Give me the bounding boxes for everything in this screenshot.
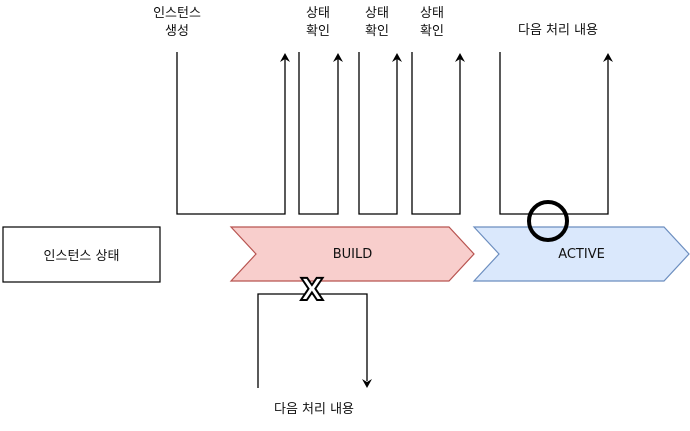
next-process-top-arrowhead — [603, 53, 613, 62]
build-stage-label: BUILD — [332, 246, 373, 262]
create-instance-connector — [176, 52, 286, 215]
failure-x-marker: X — [299, 273, 324, 308]
build-stage-shape — [229, 226, 475, 282]
next-process-bottom-label: 다음 처리 내용 — [273, 402, 355, 417]
next-process-top-label: 다음 처리 내용 — [517, 23, 599, 38]
next-process-bottom-connector — [257, 293, 368, 388]
check-status-1-connector — [298, 52, 339, 215]
create-instance-label: 인스턴스 생성 — [153, 6, 201, 39]
check-status-2-label: 상태 확인 — [365, 6, 389, 39]
create-instance-arrowhead — [280, 53, 290, 62]
next-process-bottom-arrowhead — [362, 379, 372, 388]
active-stage-label: ACTIVE — [558, 246, 605, 262]
state-box-label: 인스턴스 상태 — [43, 249, 120, 264]
check-status-1-label: 상태 확인 — [306, 6, 330, 39]
check-status-3-arrowhead — [455, 53, 465, 62]
check-status-2-arrowhead — [392, 53, 402, 62]
next-process-top-connector — [499, 52, 609, 215]
active-stage-shape — [472, 226, 690, 282]
check-status-3-label: 상태 확인 — [420, 6, 444, 39]
state-box — [2, 226, 161, 283]
success-circle-marker — [527, 200, 569, 242]
check-status-3-connector — [411, 52, 461, 215]
check-status-2-connector — [358, 52, 398, 215]
check-status-1-arrowhead — [333, 53, 343, 62]
